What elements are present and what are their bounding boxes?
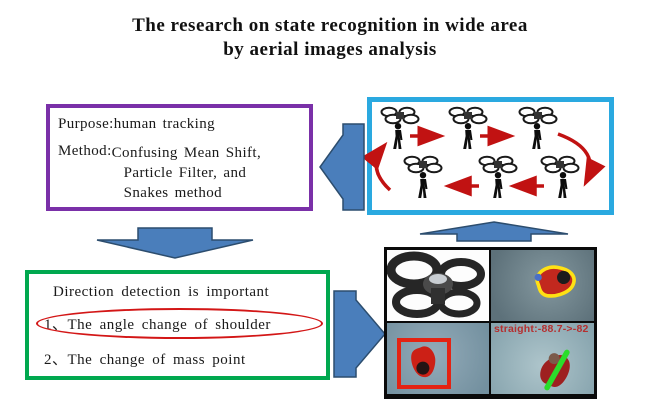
direction-overlay-text: straight:-88.7->-82 xyxy=(494,323,589,335)
person-icon xyxy=(558,172,568,198)
title-line-2: by aerial images analysis xyxy=(223,39,437,60)
red-curve-arrow-down xyxy=(557,132,606,187)
tracked-person-red xyxy=(411,346,436,378)
direction-detection-box: Direction detection is important 1、The a… xyxy=(25,270,330,380)
drone-photo-quadrant xyxy=(387,250,489,321)
method-text: Method: Confusing Mean Shift, Particle F… xyxy=(58,143,309,203)
surveillance-loop-box xyxy=(361,97,614,215)
right-block-arrow xyxy=(333,290,386,378)
purpose-method-box: Purpose:human tracking Method: Confusing… xyxy=(46,104,313,211)
red-curve-arrow-up xyxy=(361,141,392,192)
title-line-1: The research on state recognition in wid… xyxy=(132,15,528,36)
red-bounding-box-quadrant xyxy=(387,323,489,394)
green-direction-line xyxy=(544,349,570,391)
drone-icon xyxy=(478,155,518,174)
drone-icon xyxy=(448,106,488,125)
method-line: Confusing Mean Shift, xyxy=(111,145,262,161)
person-icon xyxy=(532,123,542,149)
person-icon xyxy=(463,123,473,149)
red-bounding-box xyxy=(397,338,451,389)
page-title: The research on state recognition in wid… xyxy=(0,14,660,62)
drone-icon xyxy=(540,155,580,174)
left-block-arrow xyxy=(319,123,365,211)
surveillance-loop-diagram xyxy=(361,106,606,198)
tracked-person-direction xyxy=(540,349,570,391)
tracked-person-yellow-contour xyxy=(534,265,576,298)
drone-icon xyxy=(380,106,420,125)
down-block-arrow xyxy=(96,227,254,259)
drone-icon xyxy=(403,155,443,174)
drone-photo xyxy=(387,251,485,318)
purpose-text: Purpose:human tracking xyxy=(58,116,216,132)
yellow-contour-quadrant xyxy=(491,250,594,321)
drone-icon xyxy=(518,106,558,125)
direction-item-1: 1、The angle change of shoulder xyxy=(44,317,271,333)
direction-item-2: 2、The change of mass point xyxy=(44,352,246,368)
person-icon xyxy=(418,172,428,198)
direction-heading: Direction detection is important xyxy=(53,284,270,300)
method-line: Particle Filter, and xyxy=(123,165,247,181)
method-label: Method: xyxy=(58,143,112,159)
person-icon xyxy=(493,172,503,198)
up-block-arrow xyxy=(419,221,569,242)
method-line: Snakes method xyxy=(123,185,223,201)
direction-line-quadrant: straight:-88.7->-82 xyxy=(491,323,594,394)
result-collage: straight:-88.7->-82 xyxy=(384,247,597,399)
method-lines: Confusing Mean Shift, Particle Filter, a… xyxy=(112,143,261,203)
person-icon xyxy=(393,123,403,149)
